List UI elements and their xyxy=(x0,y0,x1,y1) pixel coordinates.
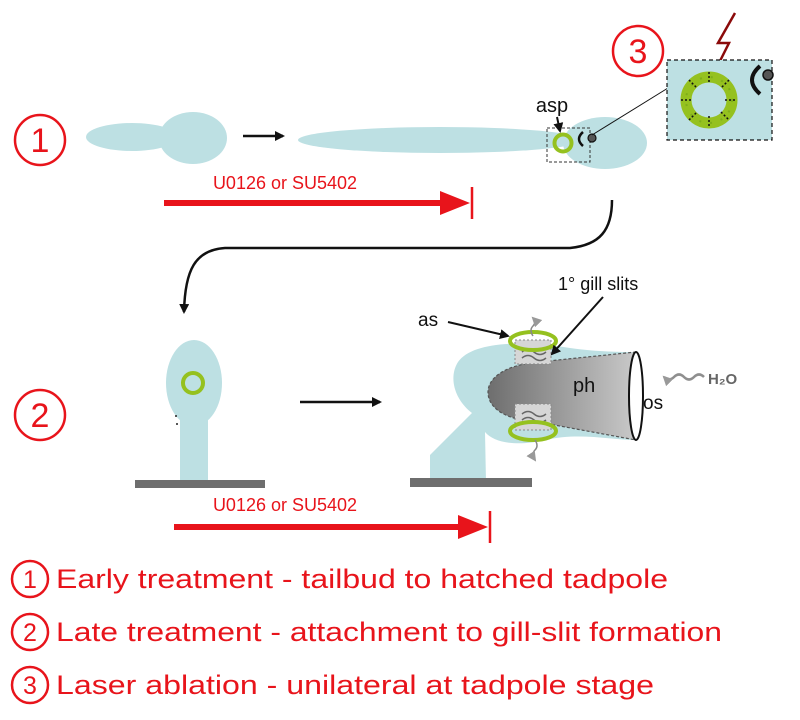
legend-item-3: 3 Laser ablation - unilateral at tadpole… xyxy=(10,665,654,705)
legend-item-2: 2 Late treatment - attachment to gill-sl… xyxy=(10,612,722,652)
os-label: os xyxy=(643,393,663,414)
hatched-tadpole xyxy=(298,117,647,169)
zoom-connector xyxy=(591,87,669,136)
oral-siphon xyxy=(628,351,644,441)
step-3-badge: 3 xyxy=(611,24,665,78)
zoom-region-box xyxy=(546,127,591,163)
as-pointer xyxy=(447,321,510,340)
as-label: as xyxy=(418,310,438,331)
step-2-row: 2 xyxy=(13,274,737,543)
ocellus xyxy=(587,133,597,143)
step-1-badge: 1 xyxy=(13,113,67,167)
legend-3-number: 3 xyxy=(23,672,37,700)
zoom-ocellus xyxy=(762,69,774,81)
water-inflow: H₂O xyxy=(662,371,737,388)
step-2-badge: 2 xyxy=(13,388,67,442)
legend-2-number: 2 xyxy=(23,619,37,647)
legend-1-number: 1 xyxy=(23,566,37,594)
step-1-treatment-bar xyxy=(164,187,474,219)
legend-3-text: Laser ablation - unilateral at tadpole s… xyxy=(56,670,654,700)
legend: 1 Early treatment - tailbud to hatched t… xyxy=(10,559,722,705)
asp-label: asp xyxy=(536,95,568,117)
step-1-treatment-label: U0126 or SU5402 xyxy=(213,173,357,193)
step-1-number: 1 xyxy=(31,122,50,160)
step-1-to-2-arrow xyxy=(179,199,614,314)
tailbud-embryo xyxy=(86,112,227,164)
step-3-inset: 3 xyxy=(591,12,774,141)
ph-label: ph xyxy=(573,375,595,397)
zoom-rudiment xyxy=(680,71,738,129)
step-2-treatment-label: U0126 or SU5402 xyxy=(213,495,357,515)
legend-2-text: Late treatment - attachment to gill-slit… xyxy=(56,617,722,647)
legend-1-text: Early treatment - tailbud to hatched tad… xyxy=(56,564,668,594)
otolith-crescent xyxy=(577,131,584,147)
gill-slit-bottom xyxy=(508,403,558,462)
water-label: H₂O xyxy=(708,371,737,388)
step-1-row: 1 asp U0126 or SU5402 xyxy=(13,95,647,314)
juvenile-with-gill-slits xyxy=(410,316,644,487)
legend-item-1: 1 Early treatment - tailbud to hatched t… xyxy=(10,559,668,599)
gill-slit-top xyxy=(508,316,558,365)
step-2-treatment-bar xyxy=(174,511,492,543)
step-2-number: 2 xyxy=(31,397,50,435)
step-3-number: 3 xyxy=(629,33,648,71)
gill-slits-pointer xyxy=(550,296,604,356)
asp-pointer xyxy=(553,116,564,133)
attached-larva xyxy=(135,340,265,488)
asp-rudiment xyxy=(552,132,574,154)
zoom-otolith xyxy=(750,64,762,96)
gill-slits-label: 1° gill slits xyxy=(558,274,638,294)
